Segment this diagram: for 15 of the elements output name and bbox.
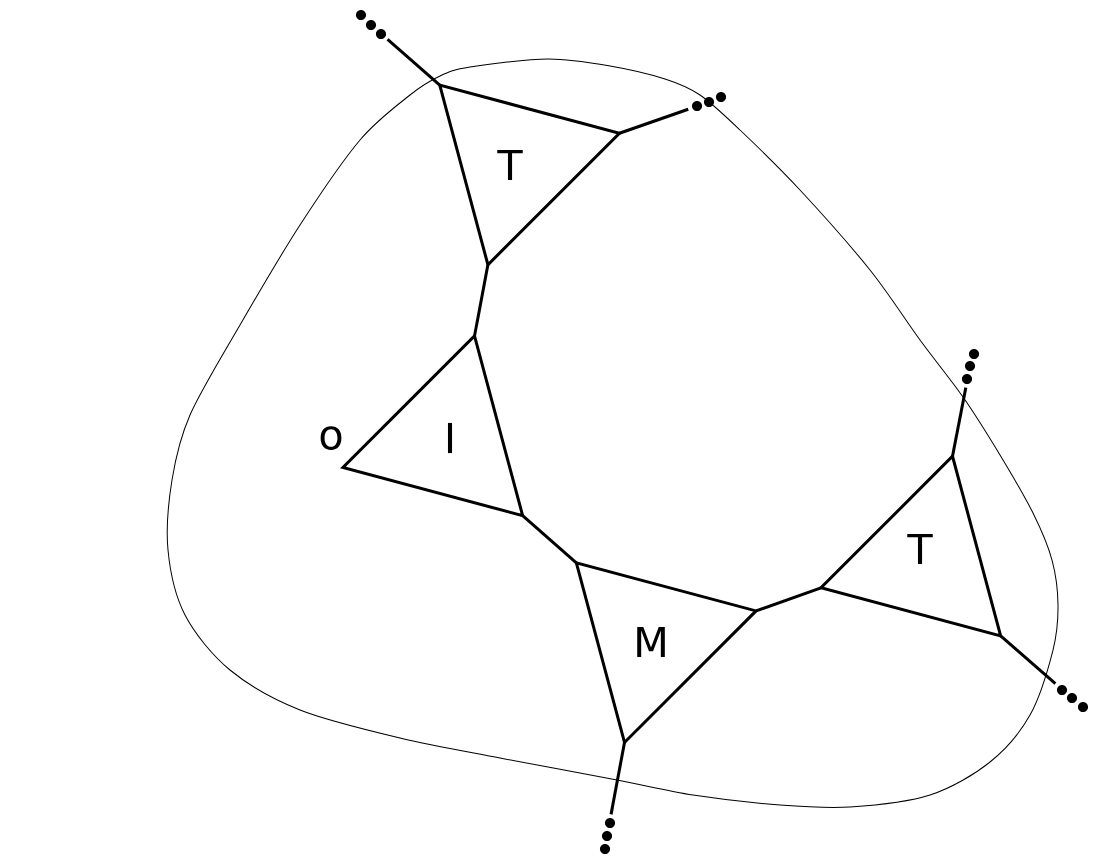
connector-line [618,107,689,135]
ellipsis-mark [599,817,616,855]
ellipsis-mark [1056,684,1089,713]
ellipsis-mark [691,91,727,112]
ellipsis-mark [961,348,980,385]
connector-line [609,742,626,815]
ellipsis-mark [355,9,387,40]
connector-line [386,38,441,87]
connector-line [473,264,490,337]
connector-line [755,586,822,613]
connector-line [999,634,1057,685]
vertex-label: o [320,426,342,450]
connector-line [521,514,578,564]
region-outline [166,58,1059,809]
connector-line [951,387,968,457]
